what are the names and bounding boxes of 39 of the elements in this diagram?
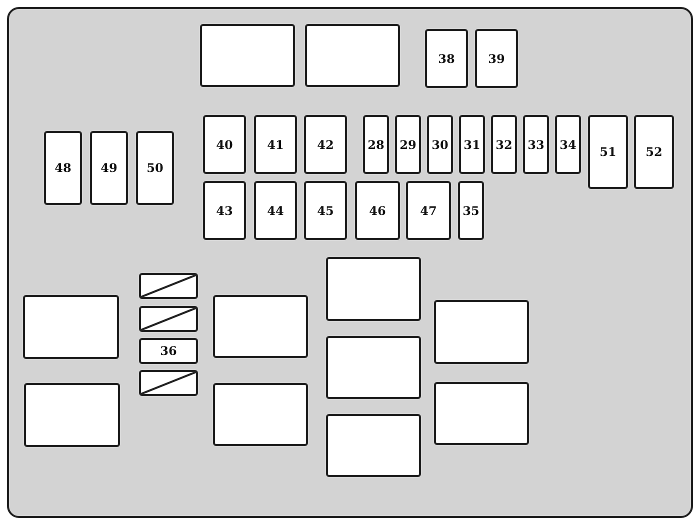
relay-slot [24, 383, 120, 447]
fuse-slot: 41 [254, 115, 297, 174]
relay-slot [326, 336, 421, 399]
fuse-slot: 48 [44, 131, 82, 205]
relay-slot [434, 300, 529, 364]
fuse-slot: 29 [395, 115, 421, 174]
relay-slot [434, 382, 529, 445]
fuse-slot: 43 [203, 181, 246, 240]
fuse-slot: 28 [363, 115, 389, 174]
fuse-slot: 38 [425, 29, 468, 88]
fuse-slot: 47 [406, 181, 451, 240]
fuse-slot: 52 [634, 115, 674, 189]
fuse-slot: 49 [90, 131, 128, 205]
relay-slot [213, 295, 308, 358]
fuse-slot: 42 [304, 115, 347, 174]
relay-slot [326, 414, 421, 477]
relay-slot [326, 257, 421, 321]
relay-slot [213, 383, 308, 446]
relay-slot [23, 295, 119, 359]
fuse-slot: 40 [203, 115, 246, 174]
fuse-slot: 31 [459, 115, 485, 174]
fuse-slot: 32 [491, 115, 517, 174]
relay-slot [305, 24, 400, 87]
fuse-box-panel [7, 7, 693, 518]
fuse-slot: 33 [523, 115, 549, 174]
fuse-slot: 46 [355, 181, 400, 240]
fuse-slot: 35 [458, 181, 484, 240]
fuse-slot: 45 [304, 181, 347, 240]
fuse-slot: 34 [555, 115, 581, 174]
fuse-slot: 44 [254, 181, 297, 240]
relay-slot [200, 24, 295, 87]
blank-slot [139, 370, 198, 396]
fuse-slot: 39 [475, 29, 518, 88]
blank-slot [139, 273, 198, 299]
fuse-slot: 51 [588, 115, 628, 189]
fuse-slot: 30 [427, 115, 453, 174]
blank-slot [139, 306, 198, 332]
fuse-slot: 50 [136, 131, 174, 205]
fuse-slot: 36 [139, 338, 198, 364]
